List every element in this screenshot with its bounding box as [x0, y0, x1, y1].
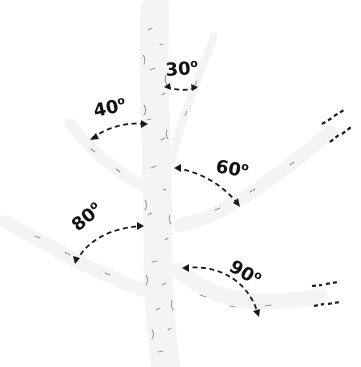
angle-label-90: 90o [226, 255, 266, 291]
angle-label-80: 80o [67, 198, 106, 236]
angle-arc-40 [92, 124, 146, 138]
angle-label-40: 40o [91, 93, 128, 121]
angle-label-60: 60o [214, 155, 250, 182]
